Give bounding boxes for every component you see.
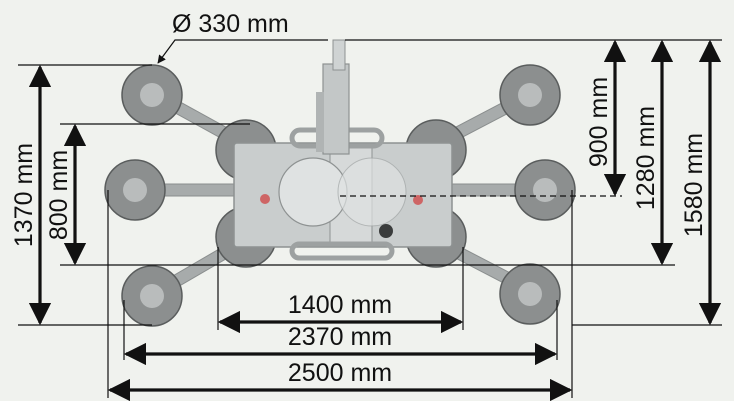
vacuum-lifter-illustration (104, 39, 576, 327)
width-2370-label: 2370 mm (288, 323, 392, 351)
width-1400-dimension: 1400 mm (217, 291, 464, 334)
width-2370-dimension: 2370 mm (123, 323, 558, 366)
height-900-dimension: 900 mm (585, 39, 627, 197)
height-900-label: 900 mm (585, 77, 613, 167)
height-1580-label: 1580 mm (680, 133, 708, 237)
height-800-dimension: 800 mm (45, 123, 87, 266)
width-2500-label: 2500 mm (288, 359, 392, 387)
outer-suction-cups (104, 64, 576, 327)
diameter-label: Ø 330 mm (172, 10, 289, 38)
width-2500-dimension: 2500 mm (107, 359, 573, 401)
height-800-label: 800 mm (45, 150, 73, 240)
height-1370-label: 1370 mm (10, 143, 38, 247)
height-1580-dimension: 1580 mm (680, 39, 722, 326)
diameter-callout: Ø 330 mm (157, 10, 328, 64)
main-frame (233, 39, 453, 261)
height-1280-label: 1280 mm (632, 106, 660, 210)
height-1280-dimension: 1280 mm (632, 39, 674, 266)
width-1400-label: 1400 mm (288, 291, 392, 319)
height-1370-dimension: 1370 mm (10, 64, 52, 326)
